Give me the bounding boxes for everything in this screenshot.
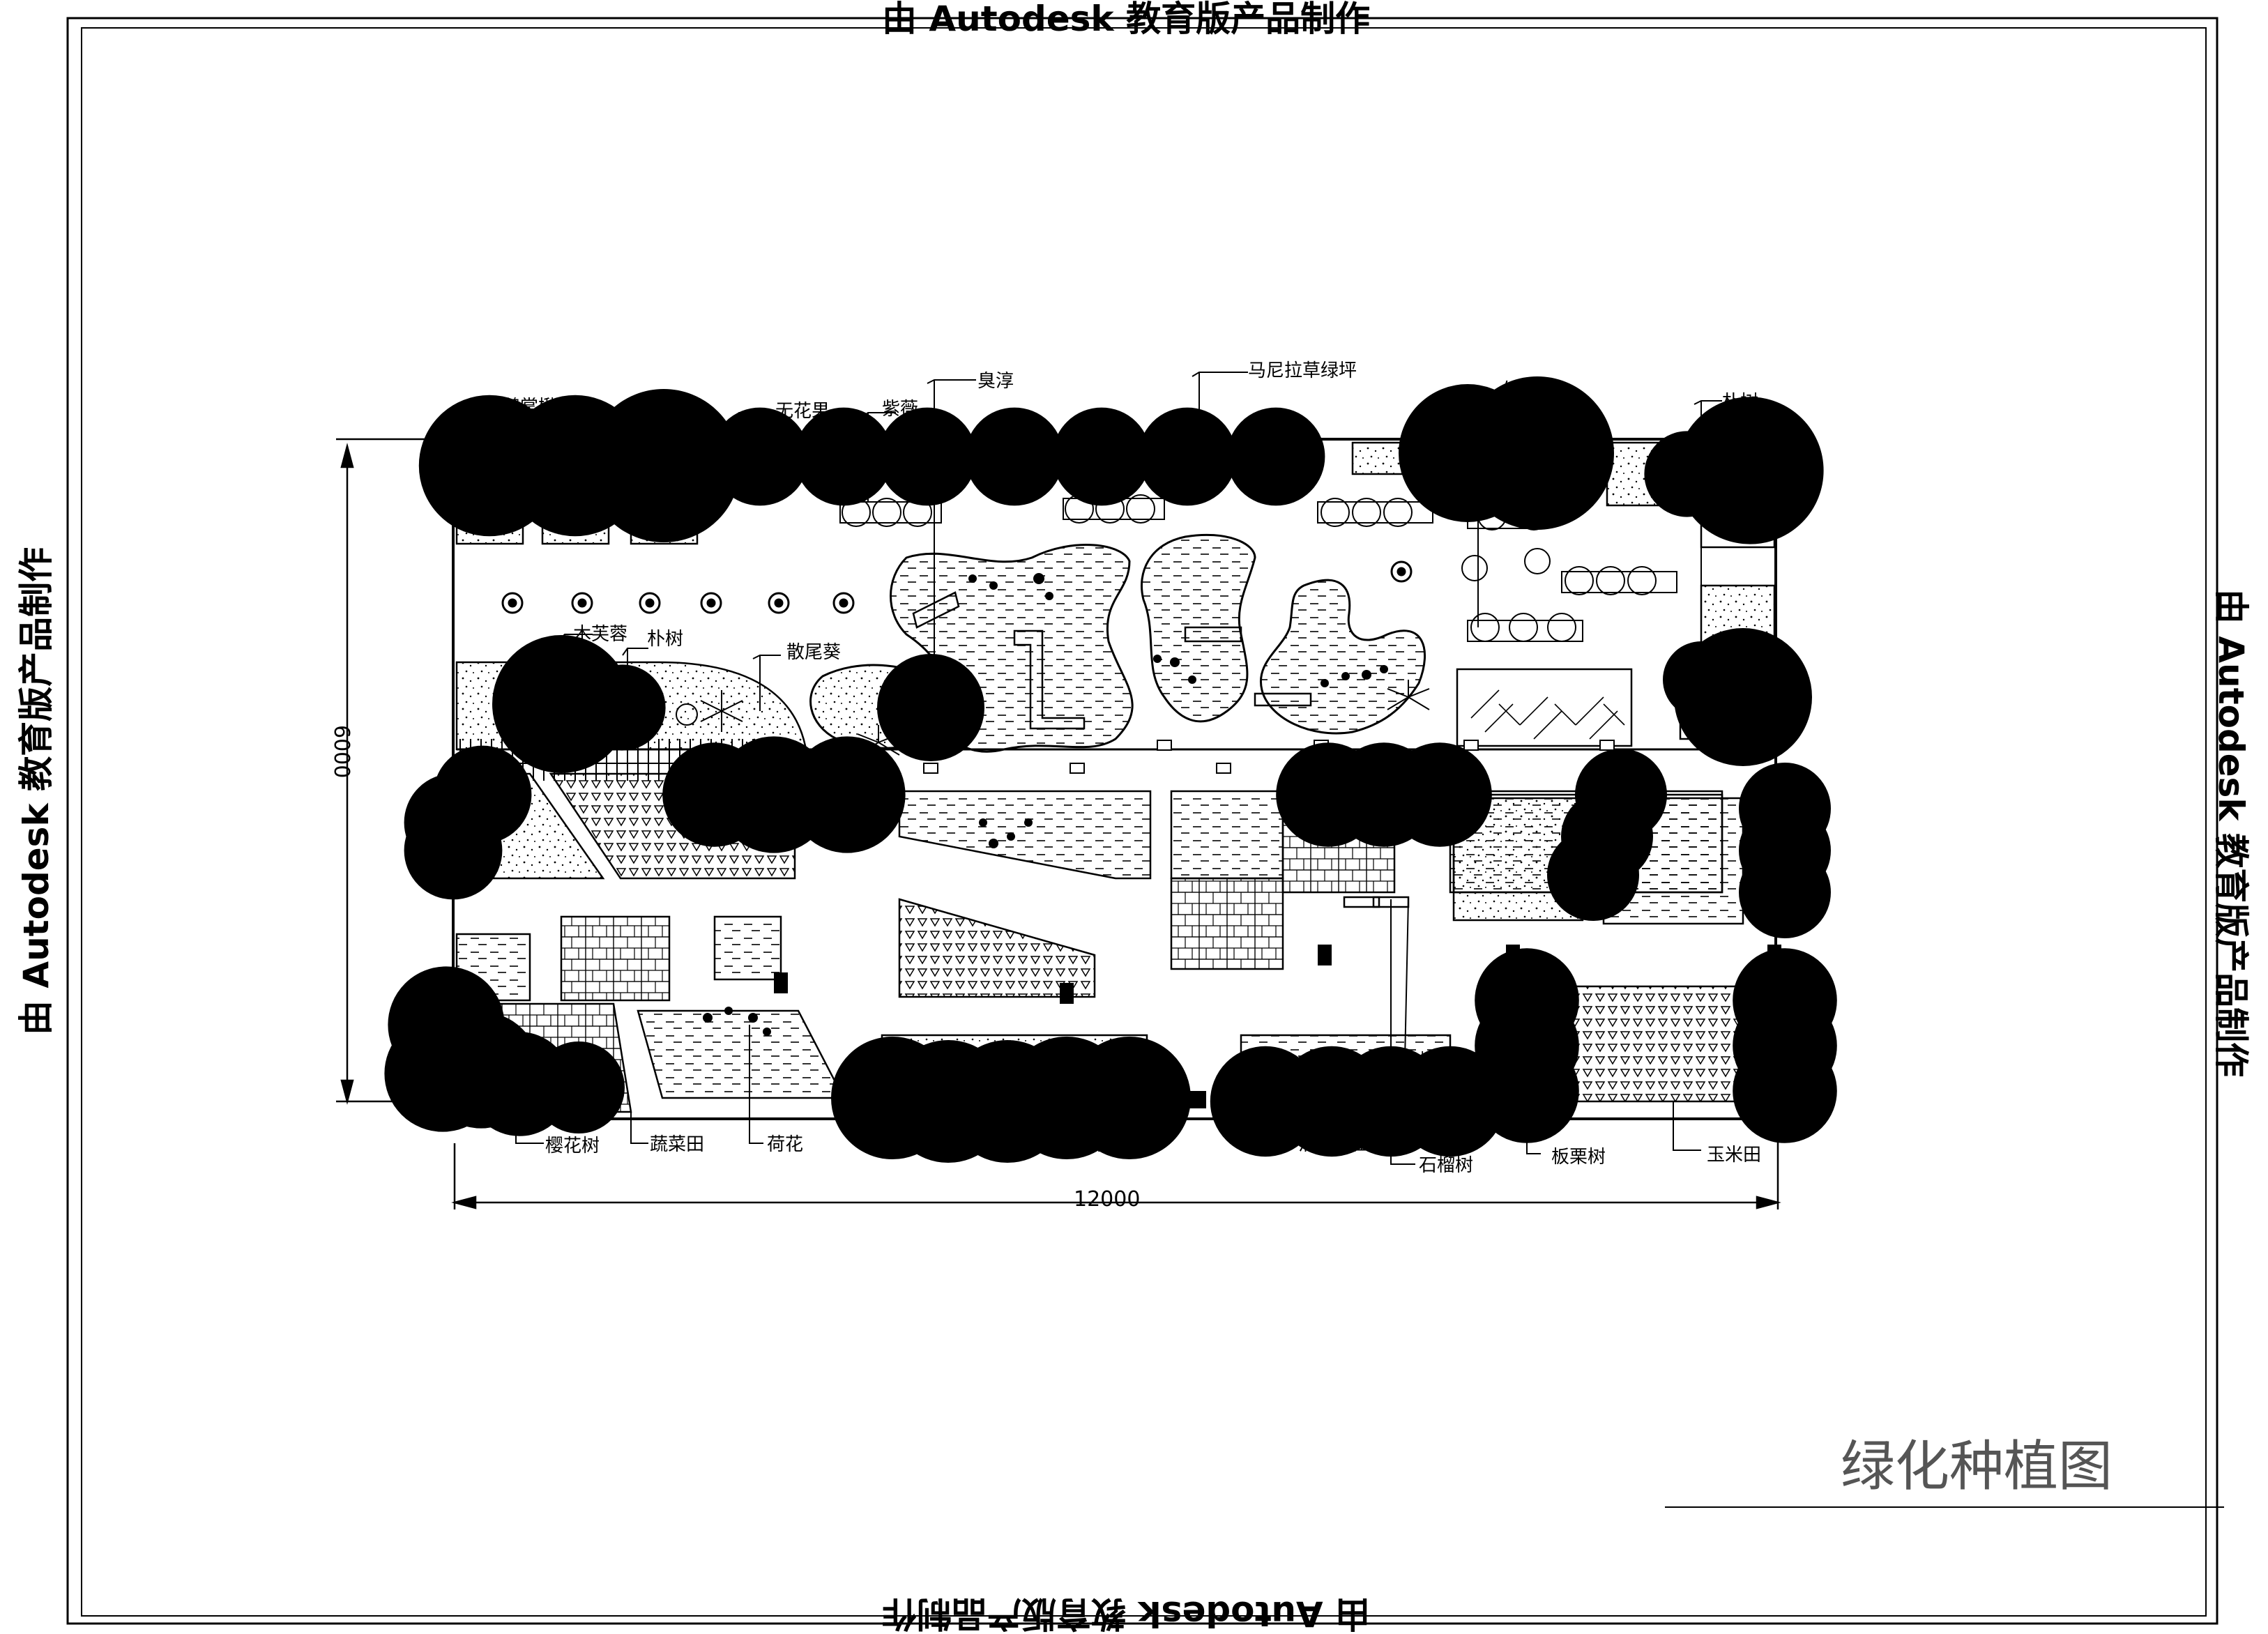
dimension-width xyxy=(451,1129,1781,1209)
pushu-left-tree xyxy=(603,688,642,727)
width-dimension-label: 12000 xyxy=(1074,1187,1140,1212)
drawing-title: 绿化种植图 xyxy=(1841,1435,2113,1498)
label-daogutian: 稻谷田 xyxy=(971,1120,1025,1141)
label-yinghuashu: 樱花树 xyxy=(545,1136,600,1156)
label-banlishu: 板栗树 xyxy=(1551,1147,1606,1168)
bamboo-symbols xyxy=(1470,689,1625,740)
label-liushu: 柳树 xyxy=(1419,1051,1455,1071)
label-mufurong: 木芙蓉 xyxy=(573,624,627,645)
label-youcaihuatian: 油菜花田 xyxy=(1298,1134,1371,1155)
label-ziwei: 紫薇 xyxy=(882,399,918,420)
height-dimension-label: 6000 xyxy=(329,725,353,778)
label-chouchun: 臭淳 xyxy=(977,371,1014,392)
label-manila: 马尼拉草绿坪 xyxy=(1248,360,1357,381)
label-shiliushu: 石榴树 xyxy=(1419,1155,1473,1176)
label-hehua: 荷花 xyxy=(767,1134,803,1155)
label-zhuzi: 竹子 xyxy=(1502,380,1539,401)
hedge-rows xyxy=(839,494,1677,642)
flower-shrubs xyxy=(501,560,1413,614)
sheet-border-outer xyxy=(66,17,2218,1625)
label-ezhangqiu: 鹅掌楸 xyxy=(502,397,556,418)
label-pushu-top: 朴树 xyxy=(1722,392,1758,413)
leader-lines xyxy=(487,372,1722,1165)
ezhangqiu-trees xyxy=(457,431,699,501)
label-pushu-left: 朴树 xyxy=(647,629,683,650)
label-sanweikui: 散尾葵 xyxy=(786,642,841,663)
pond-bridges xyxy=(912,591,1312,730)
pond-stones xyxy=(968,573,1388,687)
label-wuhuaguo: 无花果 xyxy=(775,401,830,422)
label-shucaitian: 蔬菜田 xyxy=(650,1134,704,1155)
label-taoshu: 桃树 xyxy=(1077,1134,1113,1155)
label-yumitian: 玉米田 xyxy=(1707,1145,1761,1166)
sheet-border-inner xyxy=(81,27,2207,1617)
lower-small-beds xyxy=(455,915,782,1002)
bamboo-bed xyxy=(1456,668,1633,747)
chouchun-tree xyxy=(906,683,955,732)
